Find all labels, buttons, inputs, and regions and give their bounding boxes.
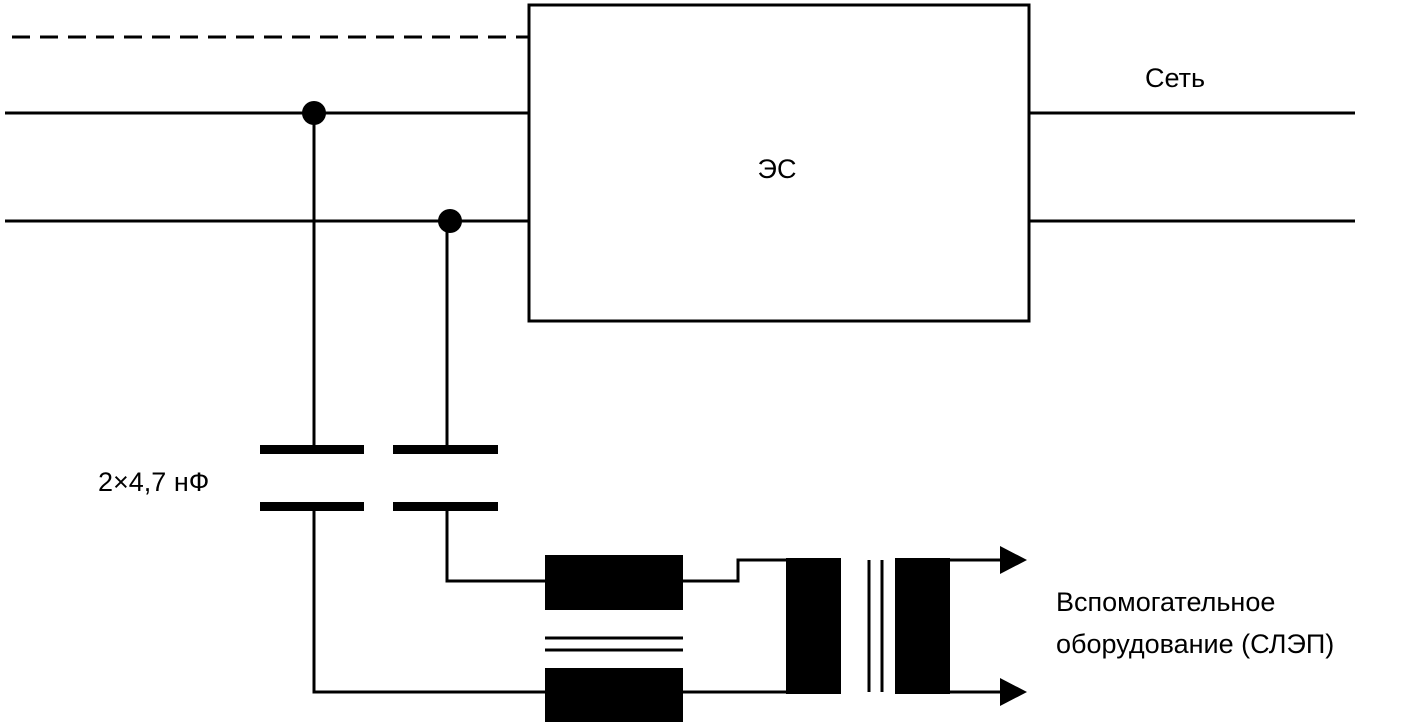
- auxiliary-label-line2: оборудование (СЛЭП): [1056, 629, 1334, 659]
- wire-right-capacitor-to-inductor: [445, 511, 547, 583]
- output-arrow-lower-icon: [1000, 678, 1027, 706]
- capacitors-label: 2×4,7 нФ: [98, 467, 209, 497]
- capacitor-left-bottom-plate: [260, 502, 364, 511]
- capacitor-left-top-plate: [260, 445, 364, 454]
- network-label: Сеть: [1145, 63, 1205, 93]
- transformer-primary-winding: [786, 558, 841, 694]
- output-arrow-upper-icon: [1000, 546, 1027, 574]
- transformer-secondary-winding: [895, 558, 950, 694]
- capacitor-right-top-plate: [393, 445, 498, 454]
- wire-inductor-upper-to-transformer: [683, 558, 788, 583]
- capacitor-right-bottom-plate: [393, 502, 498, 511]
- es-block-label: ЭС: [758, 154, 797, 184]
- auxiliary-label-line1: Вспомогательное: [1056, 587, 1275, 617]
- wire-left-capacitor-to-inductor: [312, 511, 547, 694]
- junction-dot-lower: [438, 209, 462, 233]
- inductor-lower: [545, 668, 683, 722]
- inductor-upper: [545, 555, 683, 610]
- es-block: [527, 3, 1031, 323]
